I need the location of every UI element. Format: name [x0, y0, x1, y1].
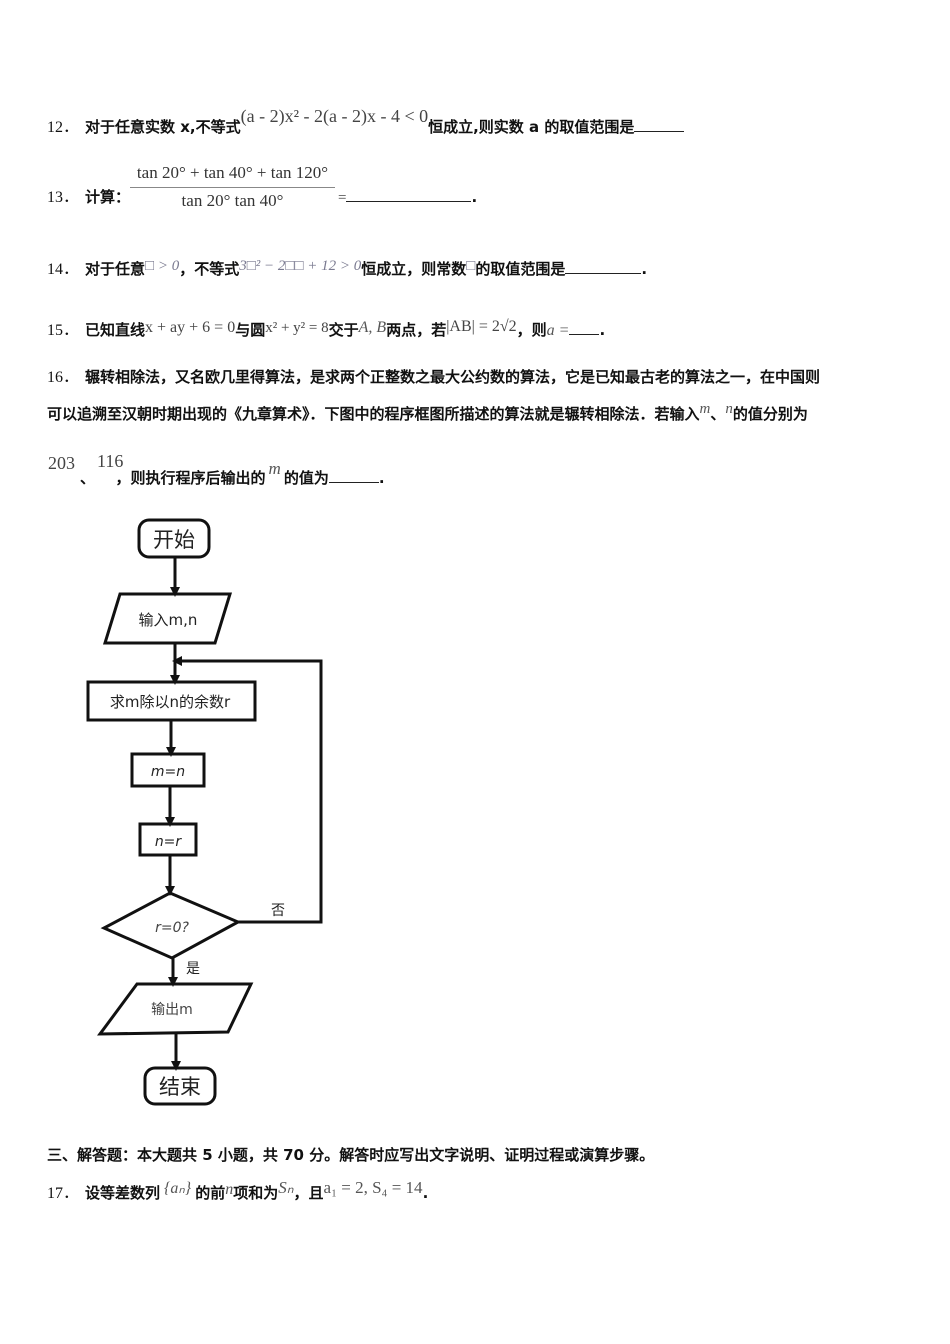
value-n: 116 [97, 451, 124, 471]
start-label: 开始 [153, 528, 195, 552]
question-number: 15． [47, 322, 80, 339]
separator: 、 [710, 405, 726, 423]
fraction-numerator: tan 20° + tan 40° + tan 120° [130, 163, 335, 188]
variable-m: m [268, 459, 281, 478]
period: . [599, 321, 606, 339]
loop-back-arrow [172, 656, 323, 924]
question-text: ，不等式 [179, 260, 240, 278]
answer-blank[interactable] [565, 259, 642, 274]
assign-n-label: n=r [155, 834, 183, 850]
end-node [143, 1066, 217, 1106]
question-text: ，且 [293, 1184, 324, 1202]
question-text: 的取值范围是 [475, 260, 566, 278]
circle-equation: x² + y² = 8 [265, 320, 329, 336]
inequality-formula: 3□² − 2□□ + 12 > 0 [239, 258, 362, 274]
question-15: 15． 已知直线x + ay + 6 = 0与圆x² + y² = 8交于A, B… [47, 318, 606, 341]
end-label: 结束 [159, 1075, 201, 1099]
value-m: 203 [48, 453, 75, 473]
assign-m-node [130, 752, 206, 788]
question-text: 辗转相除法，又名欧几里得算法，是求两个正整数之最大公约数的算法，它是已知最古老的… [85, 368, 821, 386]
period: . [641, 260, 648, 278]
question-number: 12． [47, 119, 80, 136]
variable-m: m [699, 401, 711, 417]
answer-blank[interactable] [634, 117, 685, 132]
question-16-line-1: 16． 辗转相除法，又名欧几里得算法，是求两个正整数之最大公约数的算法，它是已知最… [47, 367, 917, 388]
ask-variable: a = [546, 322, 570, 339]
equals-sign: = [338, 190, 347, 206]
inequality-formula: (a - 2)x² - 2(a - 2)x - 4 < 0 [240, 106, 429, 126]
answer-blank[interactable] [569, 320, 600, 335]
separator: 、 [80, 469, 88, 487]
question-text: 可以追溯至汉朝时期出现的《九章算术》．下图中的程序框图所描述的算法就是辗转相除法… [47, 405, 700, 423]
question-number: 16． [47, 369, 80, 386]
sequence-notation: {aₙ} [164, 1180, 192, 1197]
question-12: 12． 对于任意实数 x,不等式(a - 2)x² - 2(a - 2)x - 4… [47, 106, 685, 138]
question-13: 13． 计算： [47, 187, 130, 208]
no-label: 否 [271, 903, 285, 919]
question-number: 14． [47, 261, 80, 278]
question-text: 对于任意实数 x,不等式 [85, 118, 241, 136]
question-text: 与圆 [235, 321, 266, 339]
question-13-answer: =. [338, 187, 477, 208]
question-text: 两点，若 [386, 321, 447, 339]
variable-n: n [225, 1181, 234, 1198]
question-text: 的前 [195, 1184, 226, 1202]
question-text: 恒成立，则常数 [361, 260, 467, 278]
answer-blank[interactable] [346, 187, 472, 202]
input-node [102, 592, 233, 645]
question-number: 17． [47, 1185, 80, 1202]
question-text: 已知直线 [85, 321, 146, 339]
assign-m-label: m=n [151, 764, 185, 780]
fraction-expression: tan 20° + tan 40° + tan 120° tan 20° tan… [130, 163, 335, 211]
question-label: 计算： [85, 188, 131, 206]
question-text: 的值为 [283, 469, 329, 487]
question-text: 对于任意 [85, 260, 146, 278]
sum-notation: Sₙ [278, 1178, 294, 1197]
input-label: 输入m,n [139, 611, 198, 629]
constant-variable: □ [466, 258, 476, 274]
output-node [96, 982, 254, 1036]
period: . [378, 469, 385, 487]
question-text: 交于 [328, 321, 359, 339]
fraction-denominator: tan 20° tan 40° [181, 191, 284, 210]
remainder-label: 求m除以n的余数r [110, 693, 231, 711]
question-text: 的值分别为 [732, 405, 808, 423]
given-conditions: a₁ = 2, S₄ = 14 [323, 1178, 423, 1197]
line-equation: x + ay + 6 = 0 [145, 319, 236, 336]
assign-n-node [138, 822, 198, 857]
answer-blank[interactable] [328, 468, 379, 483]
question-text: ，则执行程序后输出的 [115, 469, 266, 487]
distance-formula: |AB| = 2√2 [446, 318, 517, 335]
period: . [422, 1184, 429, 1202]
section-heading: 三、解答题：本大题共 5 小题，共 70 分。解答时应写出文字说明、证明过程或演… [47, 1146, 655, 1164]
question-17: 17． 设等差数列{aₙ}的前n项和为Sₙ，且a₁ = 2, S₄ = 14. [47, 1178, 429, 1204]
points-label: A, B [358, 319, 387, 336]
question-text: 项和为 [233, 1184, 279, 1202]
question-number: 13． [47, 189, 80, 206]
question-text: 恒成立,则实数 a 的取值范围是 [428, 118, 635, 136]
question-text: 设等差数列 [85, 1184, 161, 1202]
variable-n: n [725, 401, 733, 417]
period: . [471, 188, 478, 206]
question-14: 14． 对于任意□ > 0，不等式3□² − 2□□ + 12 > 0恒成立，则常… [47, 258, 648, 280]
yes-label: 是 [186, 961, 200, 977]
question-16-line-2: 可以追溯至汉朝时期出现的《九章算术》．下图中的程序框图所描述的算法就是辗转相除法… [47, 401, 917, 425]
condition-label: r=0? [155, 920, 189, 936]
condition-formula: □ > 0 [145, 258, 180, 274]
question-text: ，则 [516, 321, 547, 339]
output-label: 输出m [151, 1002, 193, 1018]
